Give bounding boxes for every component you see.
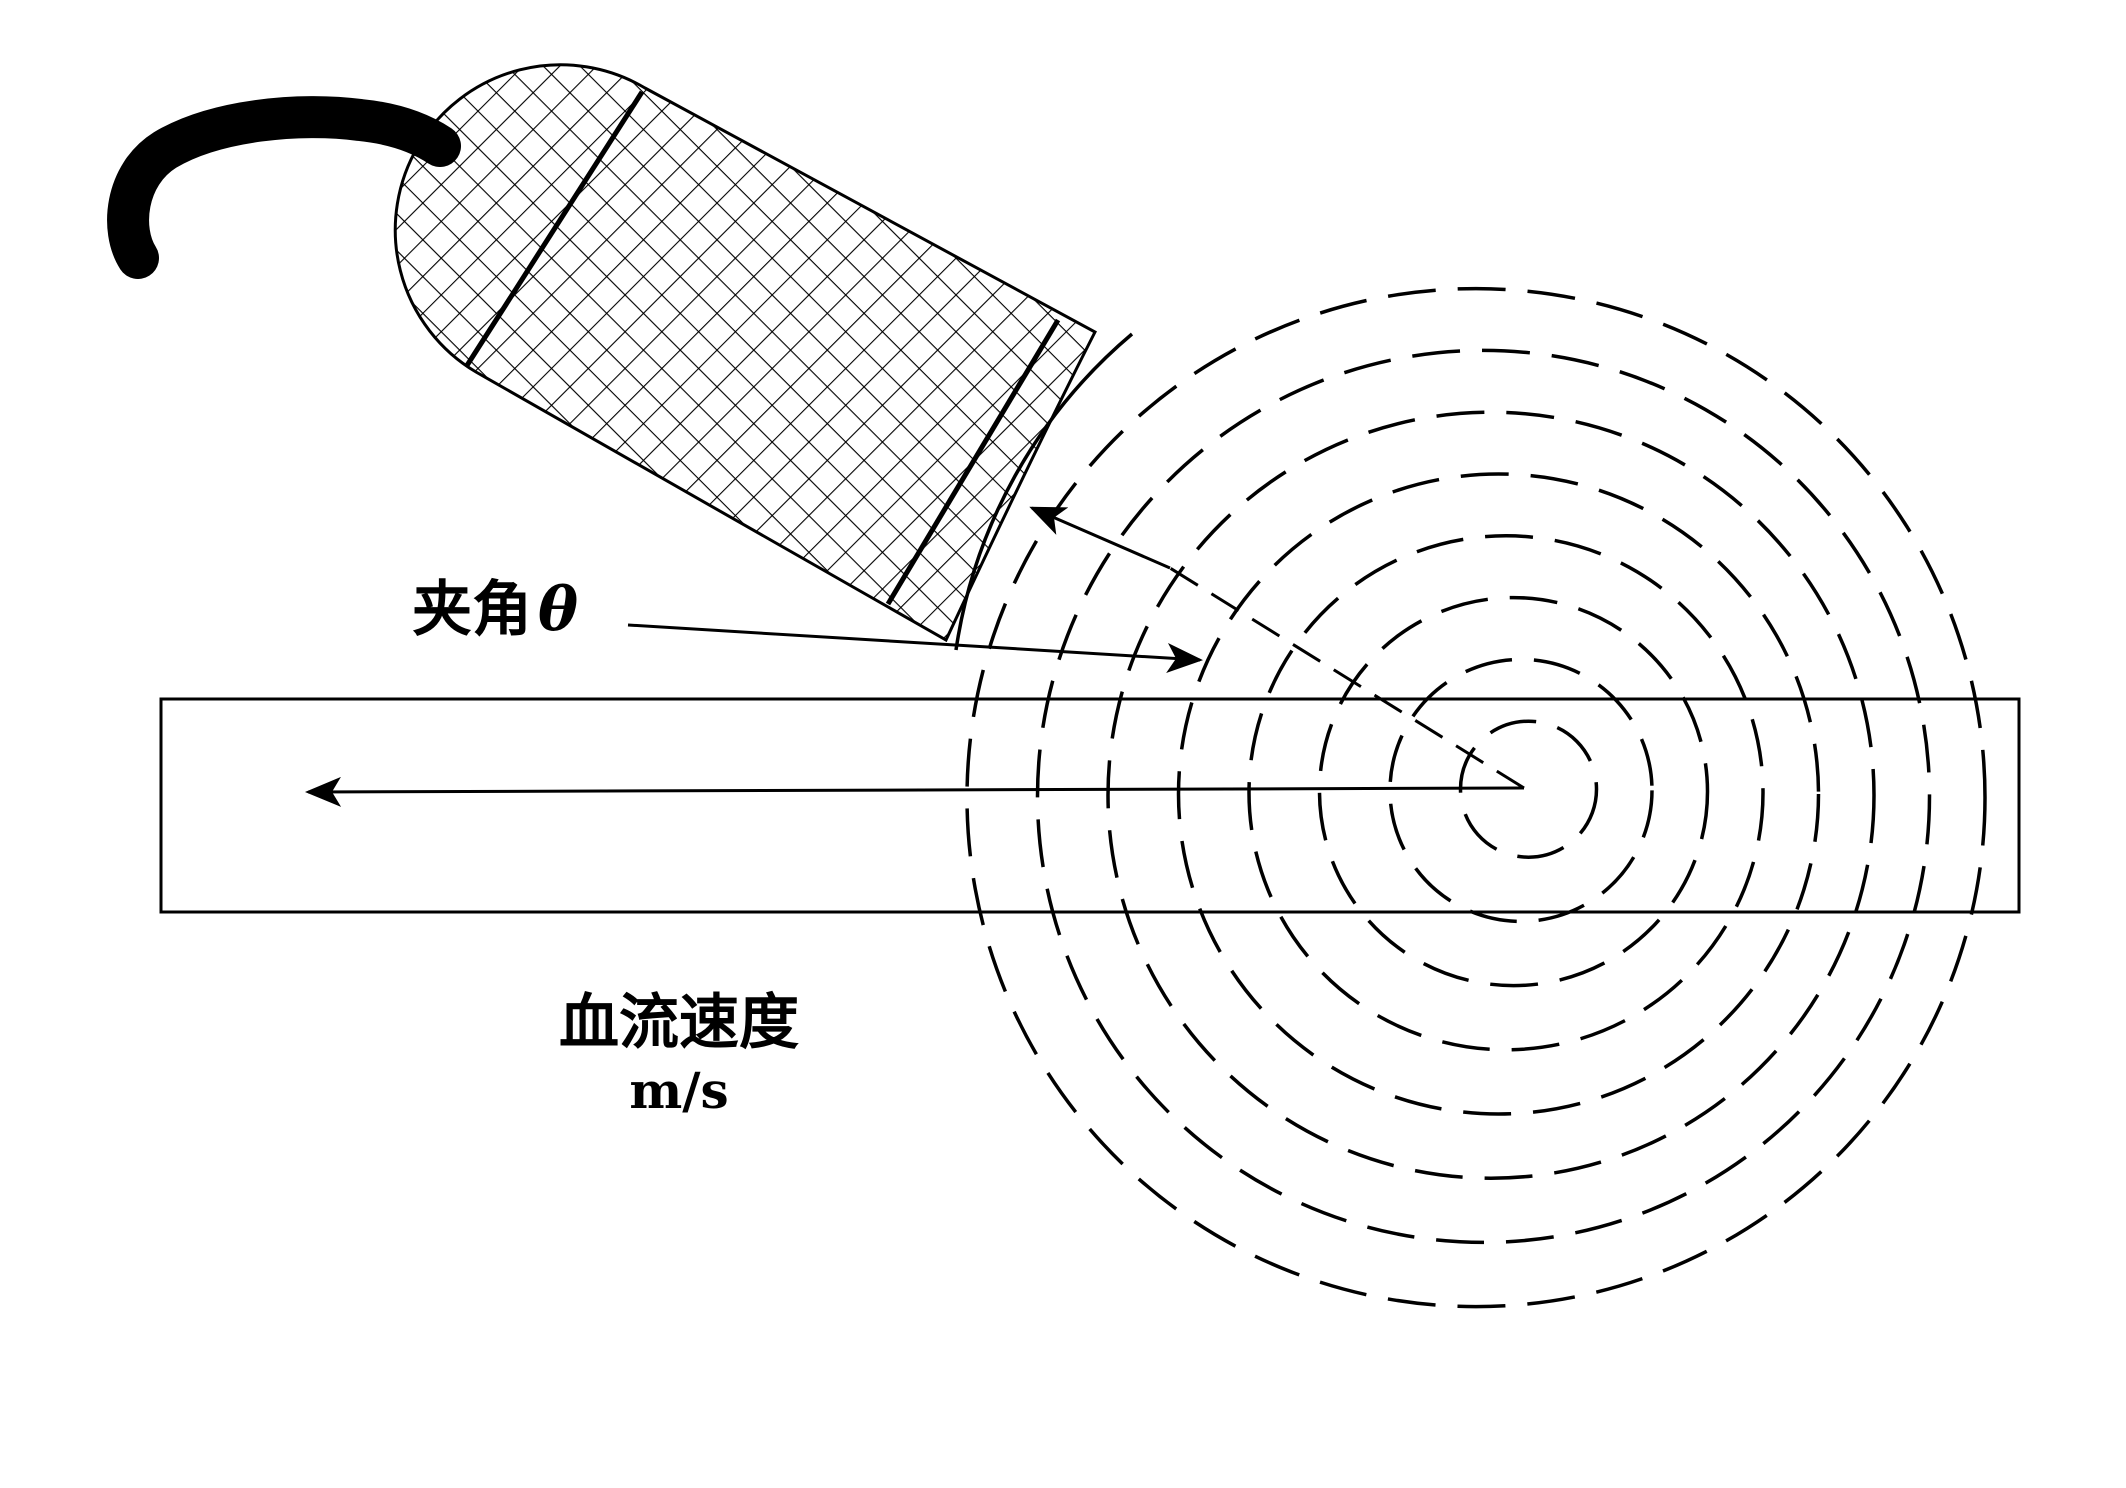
angle-text: 夹角 bbox=[412, 575, 532, 645]
probe-band-line bbox=[463, 90, 645, 369]
angle-pointer-arrow bbox=[627, 623, 1203, 673]
wavefront-circle bbox=[965, 286, 1987, 1309]
probe-face-line bbox=[885, 318, 1061, 606]
angle-symbol: θ bbox=[538, 575, 578, 645]
ultrasound-probe bbox=[393, 63, 1097, 643]
probe-emission-arc bbox=[954, 332, 1134, 651]
flow-velocity-unit: m/s bbox=[629, 1061, 728, 1120]
blood-vessel bbox=[159, 697, 2021, 914]
flow-velocity-arrow bbox=[305, 776, 1525, 807]
wavefront-circle bbox=[1247, 534, 1765, 1052]
beam-direction-dashed-line bbox=[1169, 566, 1525, 790]
wavefront-circle bbox=[1035, 348, 1932, 1245]
wavefront-circle bbox=[1106, 410, 1876, 1180]
wavefront-circle bbox=[1317, 595, 1710, 988]
flow-velocity-label: 血流速度 bbox=[559, 988, 799, 1058]
wavefront-circle bbox=[1388, 657, 1654, 924]
beam-direction-arrow bbox=[1029, 506, 1171, 570]
wavefront-group bbox=[965, 286, 1987, 1309]
probe-cable bbox=[107, 96, 461, 279]
wavefront-circle bbox=[1176, 472, 1821, 1116]
